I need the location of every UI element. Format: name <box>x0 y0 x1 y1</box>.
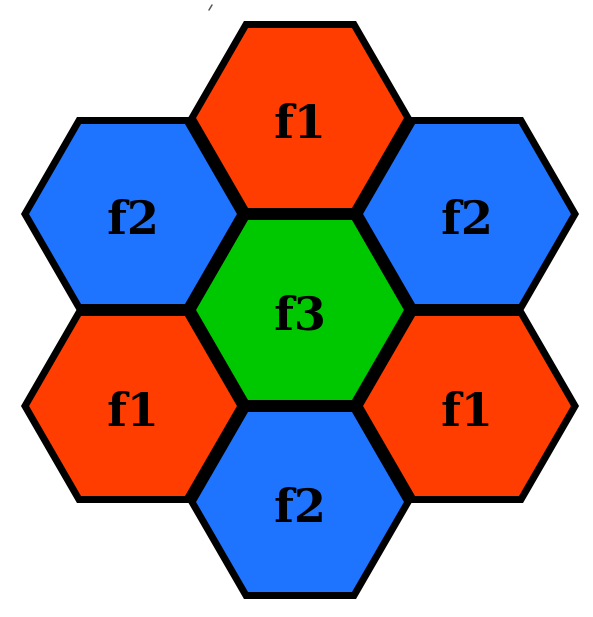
hex-cell-bottom-shape <box>187 405 413 599</box>
hex-cell-upper-left: f2 <box>20 117 246 311</box>
hex-cell-upper-left-shape <box>20 117 246 311</box>
hex-cell-upper-right-label: f2 <box>441 191 493 245</box>
hex-cell-lower-left-shape <box>20 309 246 503</box>
hex-cell-center: f3 <box>187 213 413 407</box>
hex-cell-center-shape <box>187 213 413 407</box>
hex-cell-upper-left-label: f2 <box>107 191 159 245</box>
hex-cell-bottom-label: f2 <box>274 479 326 533</box>
hex-cell-lower-left: f1 <box>20 309 246 503</box>
hex-cell-lower-left-label: f1 <box>107 383 159 437</box>
hex-cell-bottom: f2 <box>187 405 413 599</box>
hex-cell-upper-right: f2 <box>354 117 580 311</box>
hex-cell-top-shape <box>187 21 413 215</box>
hex-cell-lower-right-shape <box>354 309 580 503</box>
hex-cell-lower-right-label: f1 <box>441 383 493 437</box>
hex-cell-center-label: f3 <box>274 287 326 341</box>
stray-mark <box>208 4 213 11</box>
hex-cell-top-label: f1 <box>274 95 326 149</box>
hex-cell-upper-right-shape <box>354 117 580 311</box>
hex-cell-top: f1 <box>187 21 413 215</box>
hex-cell-lower-right: f1 <box>354 309 580 503</box>
